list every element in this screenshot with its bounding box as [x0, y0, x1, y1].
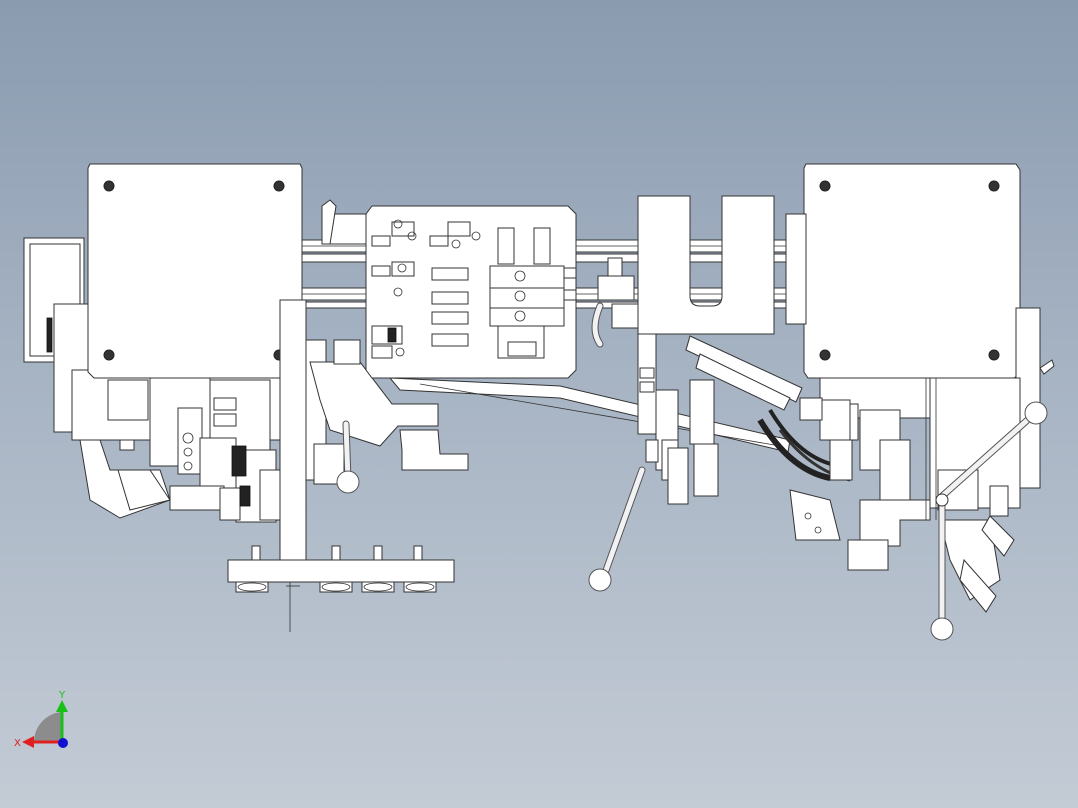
coordinate-triad: Y X — [14, 690, 68, 749]
right-pin — [1039, 359, 1055, 375]
right-top-plate — [785, 163, 1021, 379]
center-lever-long[interactable] — [588, 466, 646, 592]
cable-bundle — [757, 397, 853, 482]
center-lower-actuators — [637, 333, 803, 505]
center-left-lever[interactable] — [336, 420, 360, 494]
left-gripper-cluster — [71, 369, 303, 523]
center-u-plate — [591, 195, 775, 348]
valve-panel — [365, 205, 577, 379]
right-lever-upper[interactable] — [936, 401, 1048, 502]
y-axis-label: Y — [58, 690, 66, 701]
left-top-plate — [87, 163, 303, 379]
x-axis-label: X — [14, 738, 21, 749]
right-lever-lower[interactable] — [930, 493, 954, 641]
center-left-linkage — [309, 199, 469, 485]
diagonal-strut — [388, 377, 791, 453]
z-axis-dot — [58, 738, 68, 748]
